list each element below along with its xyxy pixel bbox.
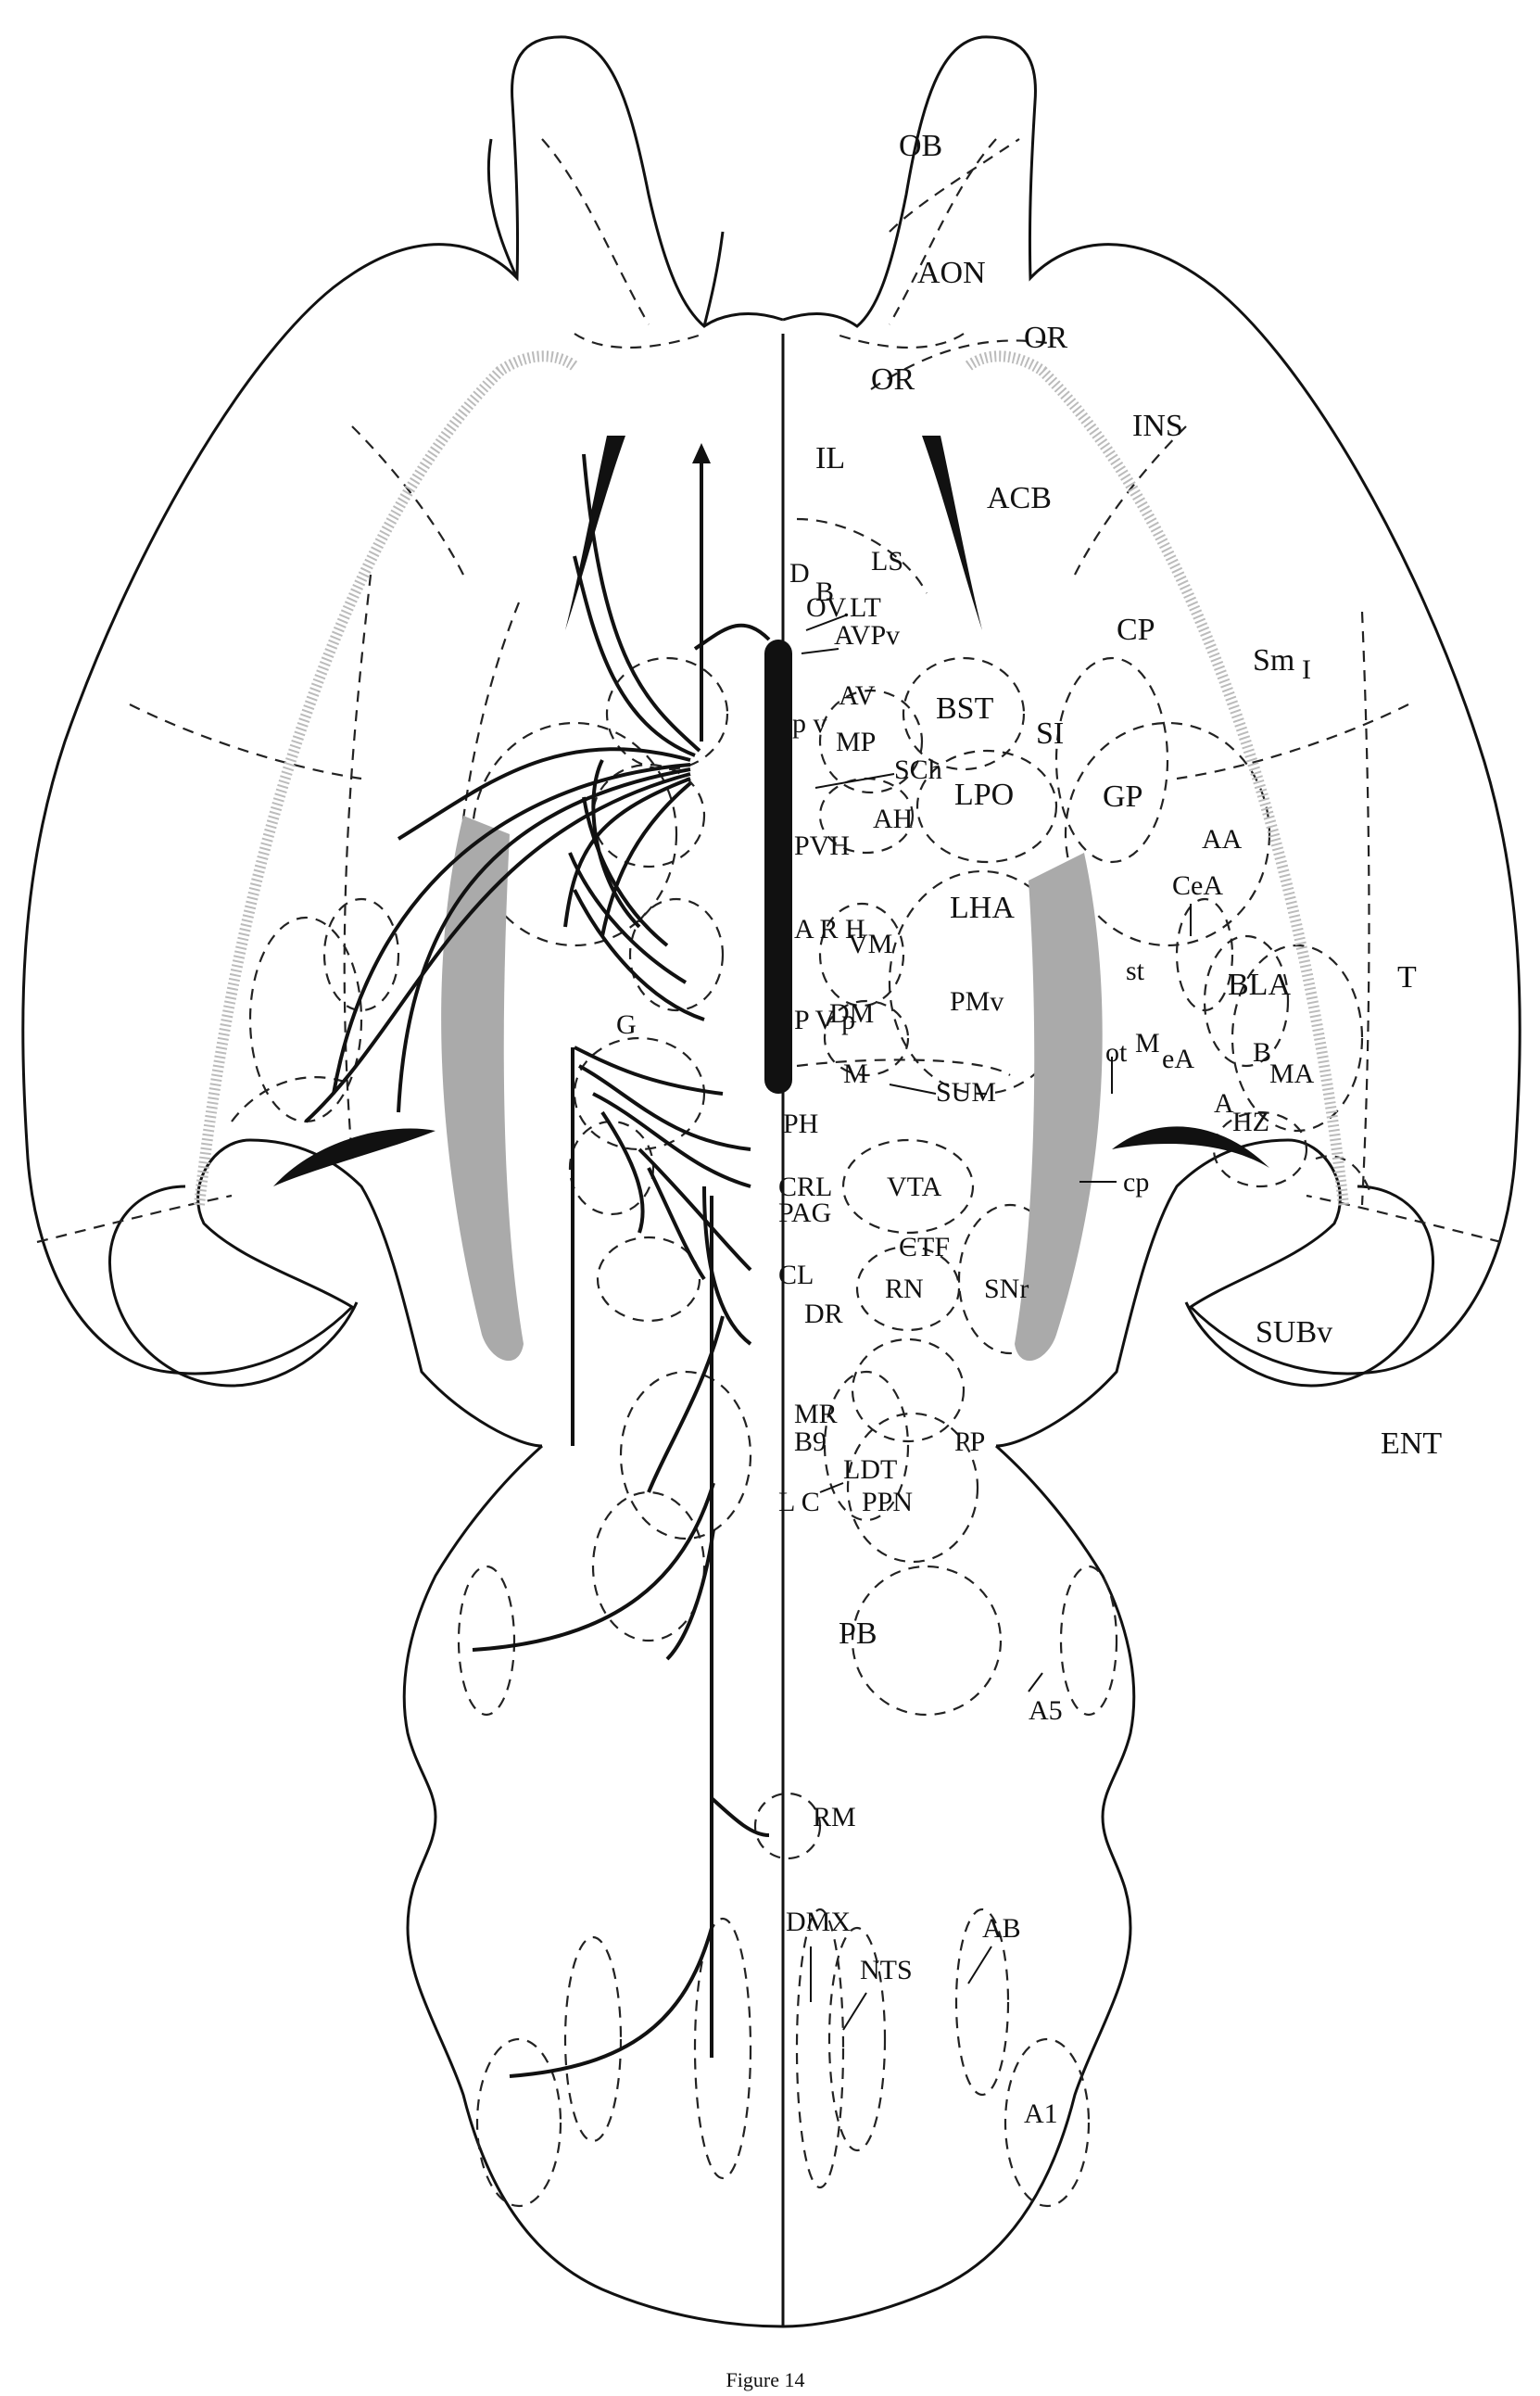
label-MR: MR bbox=[794, 1399, 838, 1429]
label-DB-D: D bbox=[789, 558, 810, 589]
label-AA: AA bbox=[1202, 824, 1243, 855]
brain-outline bbox=[23, 37, 1520, 2326]
leader-lines bbox=[802, 615, 1191, 2030]
label-SUM: SUM bbox=[936, 1077, 996, 1108]
label-PAG: PAG bbox=[778, 1198, 831, 1228]
label-SCh: SCh bbox=[894, 754, 942, 785]
label-AH: AH bbox=[873, 804, 913, 834]
label-IL: IL bbox=[815, 441, 845, 475]
label-cp: cp bbox=[1123, 1167, 1149, 1198]
region-boundaries bbox=[37, 139, 1501, 2206]
label-LC: L C bbox=[778, 1487, 820, 1517]
label-OB: OB bbox=[899, 129, 942, 163]
label-Sm1: Sm bbox=[1253, 643, 1294, 678]
label-SNr: SNr bbox=[984, 1274, 1029, 1304]
label-PV: p v bbox=[792, 708, 827, 739]
label-ot: ot bbox=[1105, 1037, 1128, 1068]
label-OR-medial: OR bbox=[871, 362, 915, 397]
label-CP: CP bbox=[1117, 613, 1155, 647]
label-BLA: BLA bbox=[1228, 968, 1291, 1002]
label-AHZ-HZ: HZ bbox=[1232, 1107, 1269, 1137]
label-NTS: NTS bbox=[860, 1955, 913, 1985]
label-MP: MP bbox=[836, 727, 876, 757]
label-CeA: CeA bbox=[1172, 870, 1223, 901]
label-RM: RM bbox=[813, 1802, 856, 1832]
label-AON: AON bbox=[917, 256, 986, 290]
label-A1: A1 bbox=[1024, 2098, 1058, 2129]
region-labels: OB AON OR OR INS IL ACB LS D B OV.LT AVP… bbox=[616, 129, 1442, 2129]
label-PB: PB bbox=[839, 1616, 877, 1651]
label-BMA-MA: MA bbox=[1269, 1059, 1315, 1089]
label-AB: AB bbox=[982, 1913, 1021, 1944]
label-MeA-eA: eA bbox=[1162, 1044, 1194, 1074]
label-DMX: DMX bbox=[786, 1907, 851, 1937]
label-MeA-M: M bbox=[1135, 1028, 1160, 1059]
label-OVLT: OV.LT bbox=[806, 592, 881, 623]
label-PH: PH bbox=[783, 1109, 818, 1139]
label-PVp: P V p bbox=[794, 1005, 855, 1035]
label-LPO: LPO bbox=[954, 778, 1014, 812]
label-T: T bbox=[1397, 960, 1417, 995]
label-A5: A5 bbox=[1029, 1695, 1063, 1726]
label-CTF: CTF bbox=[899, 1232, 950, 1262]
label-LS: LS bbox=[871, 546, 903, 577]
label-Sm1-sub: I bbox=[1302, 654, 1311, 685]
label-AVPV: AVPv bbox=[834, 620, 900, 651]
figure-caption: Figure 14 bbox=[726, 2368, 805, 2391]
fiber-tracts bbox=[199, 356, 1344, 1361]
label-VM: VM bbox=[848, 929, 892, 959]
label-AV: AV bbox=[839, 680, 876, 711]
label-PP: PP bbox=[954, 1426, 985, 1457]
label-BST: BST bbox=[936, 691, 994, 726]
label-BMA-B: B bbox=[1253, 1037, 1271, 1068]
label-VTA: VTA bbox=[887, 1172, 942, 1202]
label-M: M bbox=[843, 1059, 868, 1089]
label-ACB: ACB bbox=[987, 481, 1052, 515]
label-LDT: LDT bbox=[843, 1454, 897, 1485]
label-OR-cortex: OR bbox=[1024, 321, 1068, 355]
label-st: st bbox=[1126, 956, 1145, 986]
label-DR: DR bbox=[804, 1299, 843, 1329]
label-PMv: PMv bbox=[950, 986, 1004, 1017]
label-PPN: PPN bbox=[862, 1487, 913, 1517]
label-INS: INS bbox=[1132, 409, 1183, 443]
label-RN: RN bbox=[885, 1274, 924, 1304]
label-AHZ-A: A bbox=[1214, 1088, 1234, 1119]
label-B9: B9 bbox=[794, 1426, 827, 1457]
label-G: G bbox=[616, 1009, 637, 1040]
label-GP: GP bbox=[1103, 780, 1142, 814]
label-CL: CL bbox=[778, 1260, 814, 1290]
label-LHA: LHA bbox=[950, 891, 1015, 925]
label-PVH: PVH bbox=[794, 830, 850, 861]
label-ENT: ENT bbox=[1381, 1426, 1442, 1461]
label-SUBv: SUBv bbox=[1256, 1315, 1332, 1350]
label-SI: SI bbox=[1036, 716, 1064, 751]
projection-arrows bbox=[306, 443, 769, 2076]
